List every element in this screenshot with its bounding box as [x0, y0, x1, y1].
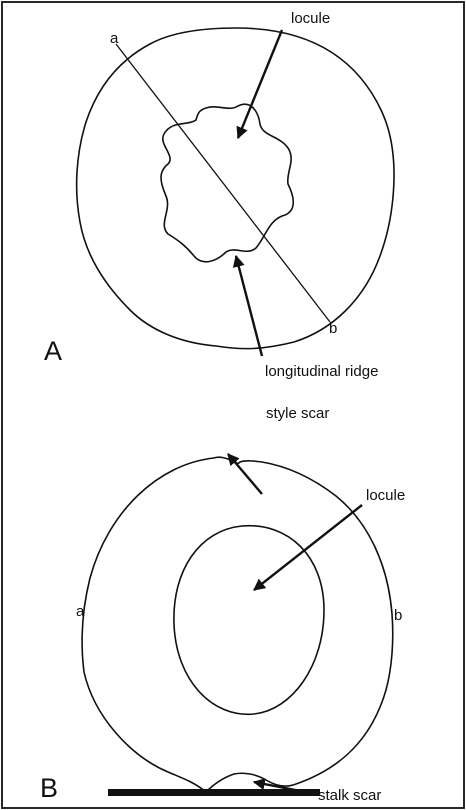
panel-a-outer-outline: [77, 28, 394, 349]
panel-a-ridge-label: longitudinal ridge: [265, 363, 378, 380]
panel-a-ridge-arrow: [236, 256, 262, 356]
panel-a-section-line: [116, 44, 330, 322]
panel-b-style-scar-label: style scar: [266, 405, 329, 422]
panel-b-endpoint-b: b: [394, 607, 402, 624]
panel-b-label: B: [40, 773, 58, 803]
panel-b-locule-label: locule: [366, 487, 405, 504]
panel-a-label: A: [44, 336, 62, 366]
panel-b-outer-outline: [82, 457, 393, 792]
panel-b-locule-arrow: [254, 505, 362, 590]
panel-b-endpoint-a: a: [76, 603, 85, 620]
scale-bar: [108, 789, 320, 796]
panel-a-endpoint-b: b: [329, 320, 337, 337]
panel-b-stalk-scar-label: stalk scar: [318, 787, 381, 804]
panel-b: style scar locule a b stalk scar B: [40, 405, 405, 804]
panel-a: locule a b longitudinal ridge A: [44, 10, 394, 380]
panel-a-locule-label: locule: [291, 10, 330, 27]
panel-a-endpoint-a: a: [110, 30, 119, 47]
panel-b-style-scar-arrow: [228, 454, 262, 494]
